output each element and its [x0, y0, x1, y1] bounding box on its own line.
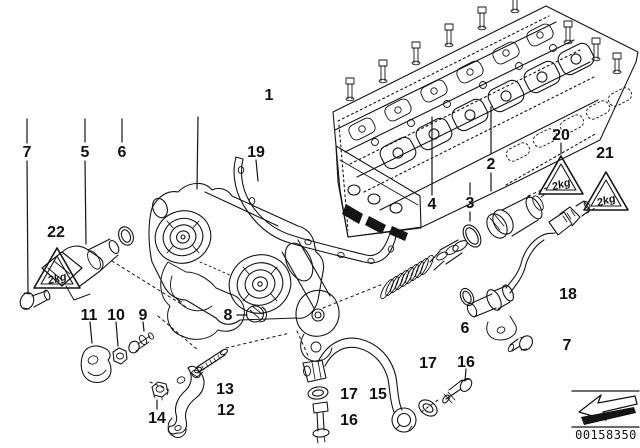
part-label-14: 14	[148, 410, 166, 427]
stud-13-drawing	[190, 348, 228, 379]
bracket-12-drawing	[168, 366, 204, 437]
assembly-axis-lines	[112, 188, 595, 412]
part-label-3: 3	[466, 195, 475, 212]
part-label-13: 13	[216, 381, 234, 398]
plug-8-drawing	[247, 306, 267, 322]
oil-hose-15-drawing	[303, 338, 416, 432]
pulse-sensor-18-drawing	[465, 200, 591, 340]
doc-number: 00158350	[575, 428, 637, 442]
washer-17-right-drawing	[416, 397, 440, 420]
part-label-5: 5	[81, 144, 90, 161]
gasket-strip-drawing	[234, 157, 396, 264]
part-label-15: 15	[369, 386, 387, 403]
weight-warning-text-21: 2kg	[595, 193, 618, 210]
oring-3-drawing	[460, 222, 485, 250]
washer-17-left-drawing	[307, 386, 328, 401]
part-label-6: 6	[118, 144, 127, 161]
solenoid-2-drawing	[483, 194, 546, 242]
weight-warning-triangle-21	[584, 172, 628, 210]
part-label-10: 10	[107, 307, 125, 324]
part-label-11: 11	[81, 307, 98, 324]
direction-arrow-icon	[579, 395, 637, 425]
banjo-bolt-16-right-drawing	[441, 376, 474, 404]
part-label-6b: 6	[461, 320, 470, 337]
bolt-7b-drawing	[507, 334, 535, 353]
part-label-17-right: 17	[419, 355, 437, 372]
part-label-16-left: 16	[340, 412, 358, 429]
nut-10-drawing	[113, 348, 127, 364]
weight-warning-triangle-22	[34, 248, 80, 288]
part-label-20: 20	[552, 127, 570, 144]
oring-6b-drawing	[458, 286, 476, 307]
part-label-9: 9	[139, 307, 148, 324]
leader-lines	[27, 107, 561, 409]
doc-stamp	[572, 391, 639, 427]
part-label-7b: 7	[563, 337, 572, 354]
part-label-1: 1	[265, 87, 274, 104]
valve-piston-4-drawing	[378, 238, 468, 300]
weight-warning-text-22: 2kg	[46, 271, 69, 288]
part-label-16-right: 16	[457, 354, 475, 371]
bolt-9-drawing	[127, 332, 155, 355]
oring-6-drawing	[116, 225, 136, 248]
part-label-2: 2	[487, 156, 496, 173]
grommet-11-drawing	[81, 346, 111, 383]
cylinder-head-drawing	[333, 0, 638, 241]
bolt-7-drawing	[18, 289, 51, 311]
part-label-21: 21	[596, 145, 614, 162]
camshaft-sensor-5-drawing	[42, 239, 121, 300]
stud-bolts	[346, 0, 621, 101]
part-label-17-left: 17	[340, 386, 358, 403]
part-label-19: 19	[247, 144, 265, 161]
weight-warning-triangle-20	[539, 156, 583, 194]
weight-warning-text-20: 2kg	[550, 177, 573, 194]
part-label-12: 12	[217, 402, 235, 419]
vanos-unit-drawing	[148, 183, 339, 361]
nut-14-drawing	[152, 382, 168, 400]
part-label-7: 7	[23, 144, 32, 161]
banjo-bolt-16-left-drawing	[313, 402, 330, 443]
part-label-8: 8	[224, 307, 233, 324]
part-label-22: 22	[47, 224, 65, 241]
part-label-4: 4	[428, 196, 437, 213]
part-label-18: 18	[559, 286, 577, 303]
